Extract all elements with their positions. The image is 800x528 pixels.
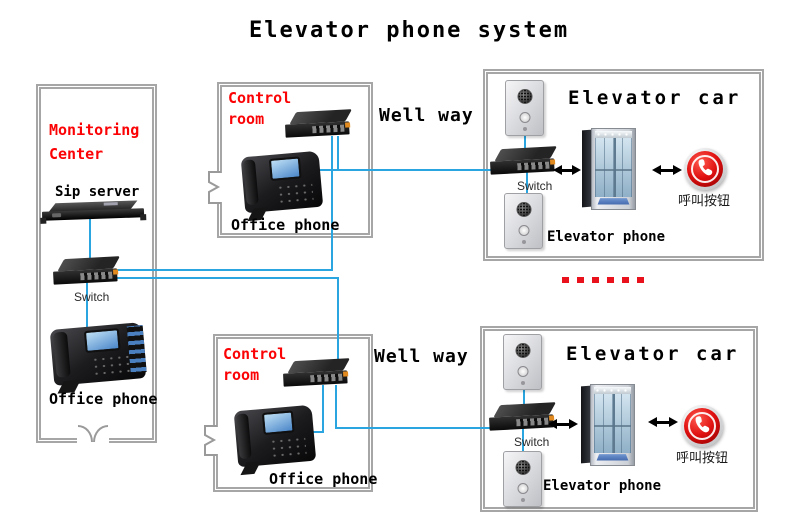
call-button-caption: 呼叫按钮 xyxy=(678,194,731,209)
intercom-call-button xyxy=(518,225,529,236)
office-phone-device-controlroom-bottom xyxy=(233,403,317,476)
line-controlroom1-to-elevator1 xyxy=(302,169,505,171)
office-phone-device-monitoring xyxy=(49,320,150,394)
wall-break-icon xyxy=(204,425,217,456)
line-switch-intercom2b xyxy=(522,428,524,452)
speaker-icon xyxy=(517,89,532,104)
phone-handset-icon xyxy=(695,416,710,433)
phone-handset-icon xyxy=(698,159,713,176)
network-switch-elevator-top xyxy=(489,145,558,175)
phone-screen xyxy=(269,156,302,182)
mic-hole xyxy=(520,498,525,502)
elevator-phone-label: Elevator phone xyxy=(547,229,666,245)
phone-keypad xyxy=(268,435,307,462)
line-sipserver-switch xyxy=(89,216,91,262)
phone-screen xyxy=(83,327,121,354)
server-logo xyxy=(103,202,118,206)
switch-label: Switch xyxy=(514,435,550,449)
intercom-call-button xyxy=(519,112,530,123)
arrow-elevator-callbutton xyxy=(648,416,678,428)
speaker-icon xyxy=(516,202,531,217)
office-phone-label: Office phone xyxy=(49,390,158,408)
phone-keypad xyxy=(275,181,314,208)
network-switch-controlroom-bottom xyxy=(282,357,351,387)
well-way-bottom-label: Well way xyxy=(374,346,469,367)
mic-hole xyxy=(520,381,525,385)
sip-server-label: Sip server xyxy=(55,184,140,200)
wall-break-icon xyxy=(208,171,221,204)
control-room-top-label: Control room xyxy=(228,89,292,128)
intercom-panel xyxy=(505,80,544,136)
call-button xyxy=(681,405,723,447)
mic-hole xyxy=(522,127,527,131)
line-switch-officephone-mc xyxy=(86,282,88,332)
arrow-switch-elevator xyxy=(548,418,578,430)
line-trunk-controlroom-top xyxy=(331,136,333,271)
continuation-dashes xyxy=(562,277,644,283)
control-room-bottom-label: Control room xyxy=(223,345,287,384)
elevator-image xyxy=(581,384,635,466)
mic-hole xyxy=(521,240,526,244)
intercom-call-button xyxy=(517,366,528,377)
arrow-switch-elevator xyxy=(553,164,581,176)
line-intercom1a-switch xyxy=(524,131,526,153)
line-switch2-drop xyxy=(335,385,337,429)
call-button-caption: 呼叫按钮 xyxy=(676,451,729,466)
well-way-top-label: Well way xyxy=(379,105,474,126)
elevator-car-bottom-box xyxy=(480,326,758,512)
elevator-image xyxy=(582,128,636,210)
office-phone-label: Office phone xyxy=(269,470,378,488)
phone-screen xyxy=(262,410,295,436)
elevator-car-bottom-title: Elevator car xyxy=(566,343,740,365)
control-room-top-box xyxy=(217,82,373,238)
diagram-title: Elevator phone system xyxy=(249,18,570,43)
elevator-car-top-title: Elevator car xyxy=(568,87,742,109)
network-switch-controlroom-top xyxy=(284,108,353,138)
switch-label: Switch xyxy=(74,290,110,304)
speaker-icon xyxy=(515,460,530,475)
elevator-phone-label: Elevator phone xyxy=(543,478,662,494)
switch-label: Switch xyxy=(517,179,553,193)
door-leaf-icon xyxy=(93,425,108,442)
elevator-car-top-box xyxy=(483,69,764,261)
control-room-bottom-box xyxy=(213,334,373,492)
sip-server-device xyxy=(40,200,147,224)
line-switch2-phone-drop xyxy=(322,385,324,433)
monitoring-center-label: Monitoring Center xyxy=(49,121,140,163)
line-switch1-drop xyxy=(337,136,339,171)
intercom-call-button xyxy=(517,483,528,494)
speaker-icon xyxy=(515,343,530,358)
line-intercom2a-switch xyxy=(523,384,525,407)
arrow-elevator-callbutton xyxy=(652,164,682,176)
line-controlroom2-to-elevator2 xyxy=(335,427,505,429)
office-phone-device-controlroom-top xyxy=(240,149,324,222)
line-switch-intercom1b xyxy=(526,172,528,195)
phone-side-console xyxy=(123,322,150,377)
call-button xyxy=(684,148,726,190)
office-phone-label: Office phone xyxy=(231,216,340,234)
intercom-panel xyxy=(503,334,542,390)
network-switch-monitoring xyxy=(52,255,121,285)
line-trunk-controlroom-bottom xyxy=(337,277,339,368)
intercom-panel xyxy=(503,451,542,507)
line-mc-to-trunk-bottom xyxy=(110,277,339,279)
network-switch-elevator-bottom xyxy=(488,401,557,431)
line-mc-to-trunk-top xyxy=(110,269,333,271)
intercom-panel xyxy=(504,193,543,249)
